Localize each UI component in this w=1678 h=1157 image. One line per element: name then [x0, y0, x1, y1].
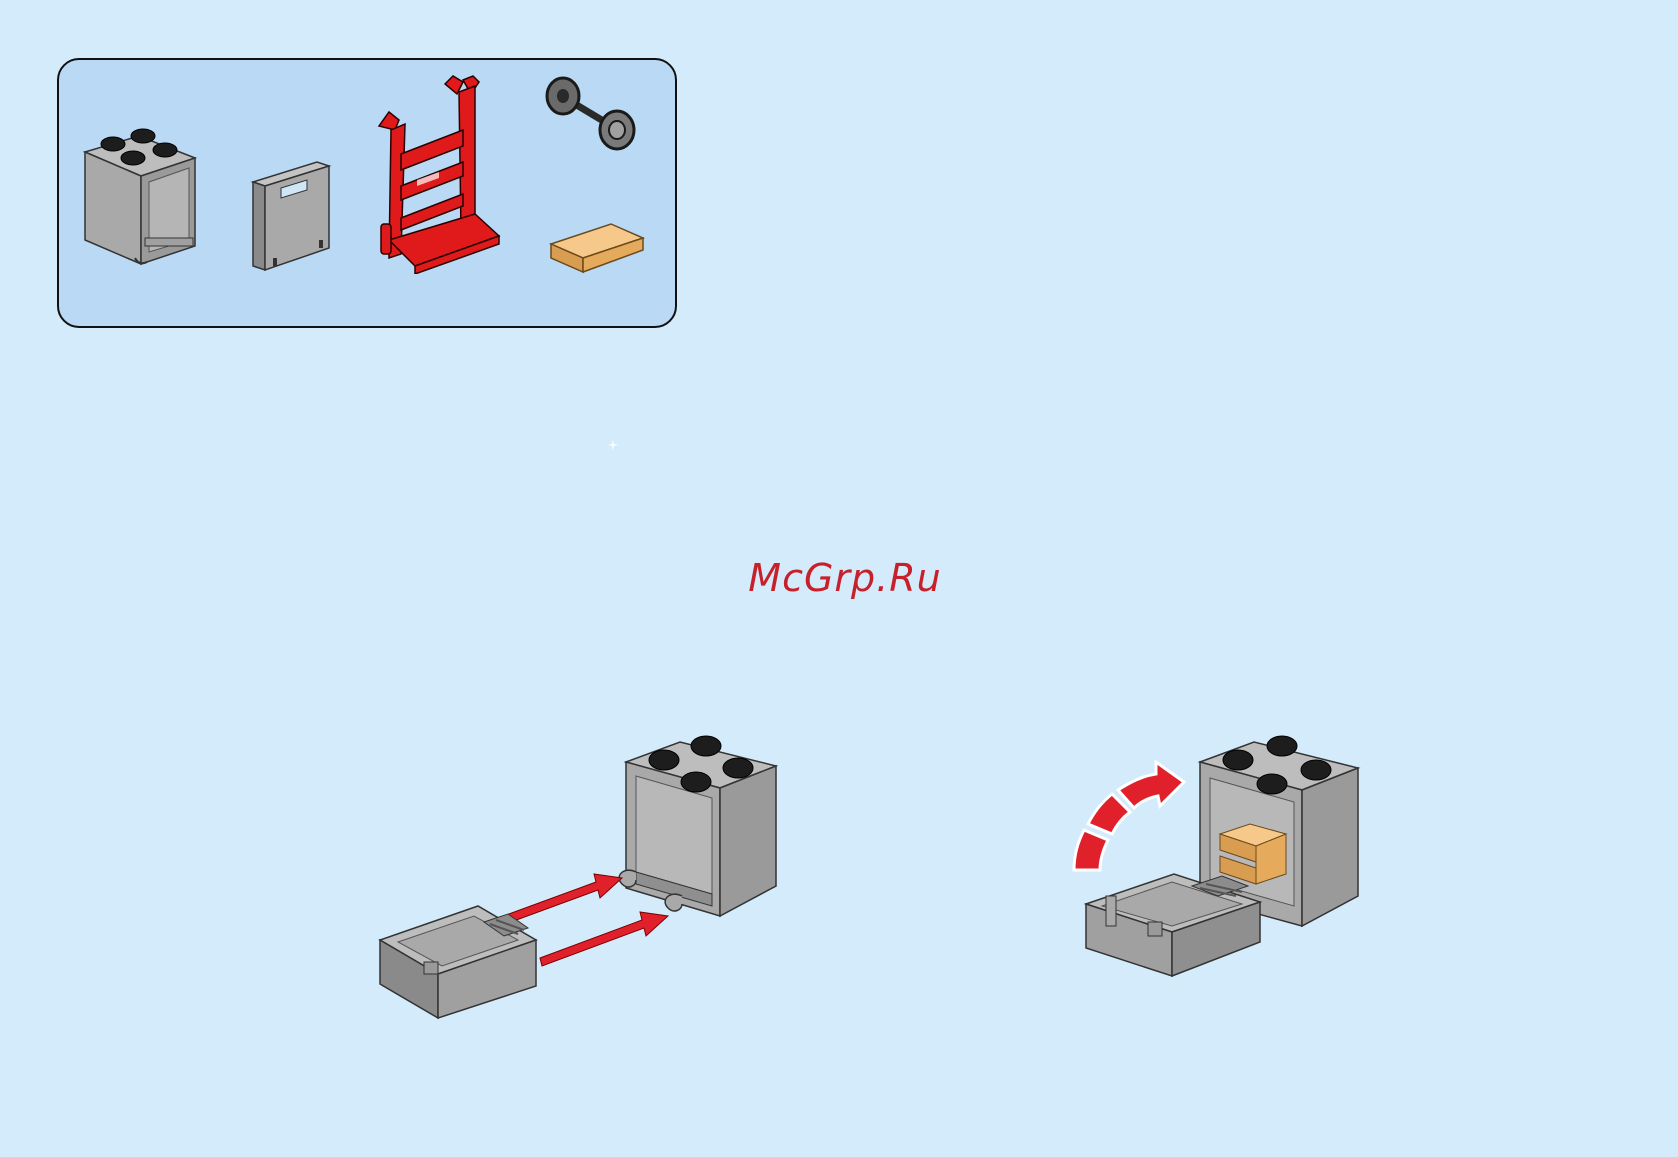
hand-truck-icon: [371, 74, 511, 274]
step-attach-door: [378, 726, 778, 1022]
sparkle-icon: [608, 440, 618, 450]
cupboard-icon: [79, 122, 203, 272]
rotate-arrow-icon: [1074, 762, 1184, 870]
door-part: [380, 906, 536, 1018]
cupboard-assembly: [619, 736, 776, 916]
door-part-open: [1086, 874, 1260, 976]
watermark: McGrp.Ru: [0, 556, 1678, 600]
door-icon: [247, 158, 337, 274]
step-close-door: [1072, 726, 1372, 982]
wheel-axle-icon: [543, 72, 643, 162]
parts-box: [57, 58, 677, 328]
tile-icon: [547, 216, 647, 276]
